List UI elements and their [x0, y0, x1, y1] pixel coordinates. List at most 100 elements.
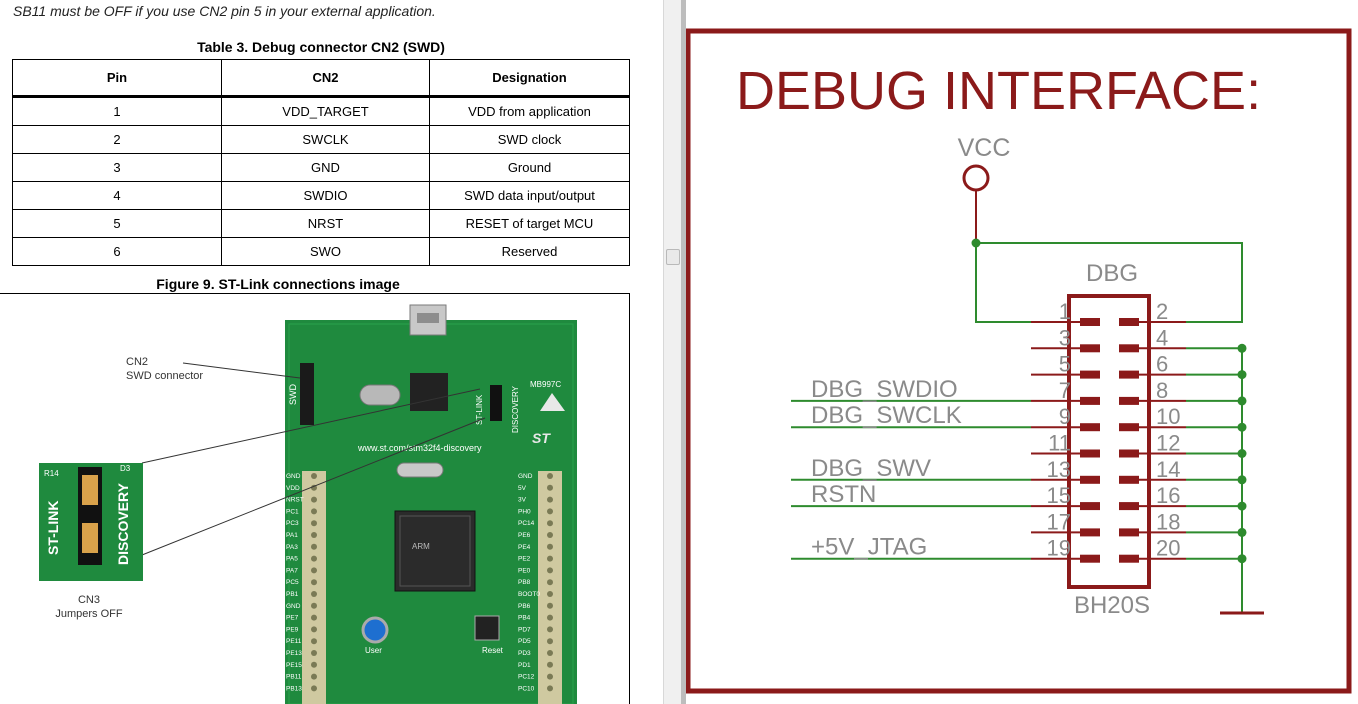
pin-number: 7 [1059, 378, 1071, 403]
left-header-pin-label: PB13 [286, 685, 302, 692]
left-header-pin-label: PA3 [286, 544, 298, 551]
header-pin-labels: GNDVDDNRSTPC1PC3PA1PA3PA5PA7PC5PB1GNDPE7… [286, 473, 553, 692]
board-id-text: MB997C [530, 380, 561, 389]
header-pin [547, 508, 553, 515]
right-header-pin-label: BOOT0 [518, 591, 540, 598]
left-header-pin-label: PB11 [286, 674, 302, 681]
right-header-pin-label: PD3 [518, 650, 531, 657]
cell-pin: 3 [12, 153, 222, 182]
left-header-pin-label: PC3 [286, 520, 299, 527]
board-stlink-text: ST-LINK [475, 394, 484, 425]
cell-designation: SWD clock [429, 125, 630, 154]
header-pin [547, 520, 553, 527]
cell-designation: Ground [429, 153, 630, 182]
sb11-note: SB11 must be OFF if you use CN2 pin 5 in… [13, 3, 436, 19]
cell-cn2: SWCLK [221, 125, 430, 154]
inset-stlink-text: ST-LINK [45, 501, 61, 555]
pin-pad [1119, 423, 1139, 432]
figure-caption: Figure 9. ST-Link connections image [156, 276, 400, 292]
left-header-pin-label: PE11 [286, 638, 302, 645]
pin-number: 4 [1156, 325, 1168, 350]
schematic-frame [686, 28, 1352, 694]
left-header-pin-label: PA5 [286, 556, 298, 563]
pin-number: 19 [1047, 536, 1071, 561]
left-header-pin-label: PC5 [286, 579, 299, 586]
part-name: DBG [1086, 260, 1138, 287]
header-pin [311, 602, 317, 609]
pin-number: 9 [1059, 404, 1071, 429]
usb-port [417, 313, 439, 323]
pin-pad [1119, 344, 1139, 353]
header-pin [547, 567, 553, 574]
left-header-pin-label: PB1 [286, 591, 299, 598]
st-logo-icon [540, 393, 565, 411]
pin-number: 20 [1156, 536, 1180, 561]
vcc-label: VCC [958, 134, 1011, 162]
pane-divider[interactable] [681, 0, 686, 704]
cn3-label: CN3 [77, 594, 100, 606]
header-pin [311, 484, 317, 491]
table-header-row: Pin CN2 Designation [12, 59, 630, 98]
pin-number: 8 [1156, 378, 1168, 403]
header-pin [311, 532, 317, 538]
right-header-pin-label: GND [518, 473, 533, 480]
scrollbar-thumb[interactable] [666, 249, 680, 265]
header-pin [311, 661, 317, 668]
cn3-sublabel: Jumpers OFF [55, 608, 123, 620]
header-pin [547, 579, 553, 586]
cn2-callout-line [182, 362, 301, 379]
header-pin [547, 543, 553, 550]
right-header-pin-label: PE4 [518, 544, 531, 551]
cell-pin: 1 [12, 96, 222, 126]
header-pin [547, 650, 553, 656]
right-header-pin-label: PD1 [518, 662, 531, 669]
header-pin [311, 650, 317, 656]
right-header-pin-label: PC10 [518, 685, 535, 692]
board-url-text: www.st.com/stm32f4-discovery [357, 443, 482, 453]
cell-pin: 6 [12, 237, 222, 266]
reset-button [474, 615, 500, 641]
cn3-jumper-bottom [82, 523, 98, 553]
pin-pad [1080, 449, 1100, 458]
pin-pad [1080, 475, 1100, 484]
schematic-title: DEBUG INTERFACE: [736, 61, 1261, 121]
left-header-pin-label: VDD [286, 485, 300, 492]
cell-designation: Reserved [429, 237, 630, 266]
right-header-pin-label: PD7 [518, 626, 531, 633]
cell-designation: VDD from application [429, 96, 630, 126]
net-label: RSTN [811, 481, 876, 508]
left-header-pin-label: PE9 [286, 626, 299, 633]
header-cn2: CN2 [221, 59, 430, 98]
header-pin [311, 496, 317, 503]
left-header-pin-label: PC1 [286, 508, 299, 515]
pdf-vertical-scrollbar[interactable] [663, 0, 682, 704]
header-pin [547, 661, 553, 668]
net-label: DBG_SWDIO [811, 376, 958, 403]
cell-pin: 2 [12, 125, 222, 154]
cell-cn2: SWDIO [221, 181, 430, 210]
net-label: +5V_JTAG [811, 534, 927, 561]
header-pin [311, 473, 317, 479]
header-pin [547, 591, 553, 597]
header-pin [547, 638, 553, 645]
header-pin [547, 673, 553, 680]
header-pin: Pin [12, 59, 222, 98]
header-pin [547, 496, 553, 503]
cn3-jumper-top [82, 475, 98, 505]
pin-number: 3 [1059, 325, 1071, 350]
figure-frame [0, 293, 630, 704]
right-header-pin-label: PB8 [518, 579, 531, 586]
cn2-sublabel: SWD connector [126, 370, 204, 382]
header-pin [547, 626, 553, 633]
header-pin [311, 673, 317, 680]
pin-number: 17 [1047, 509, 1071, 534]
pin-pad [1080, 344, 1100, 353]
crystal-2 [396, 462, 444, 478]
board-swd-text: SWD [288, 384, 298, 405]
right-header-pin-label: PC12 [518, 674, 535, 681]
